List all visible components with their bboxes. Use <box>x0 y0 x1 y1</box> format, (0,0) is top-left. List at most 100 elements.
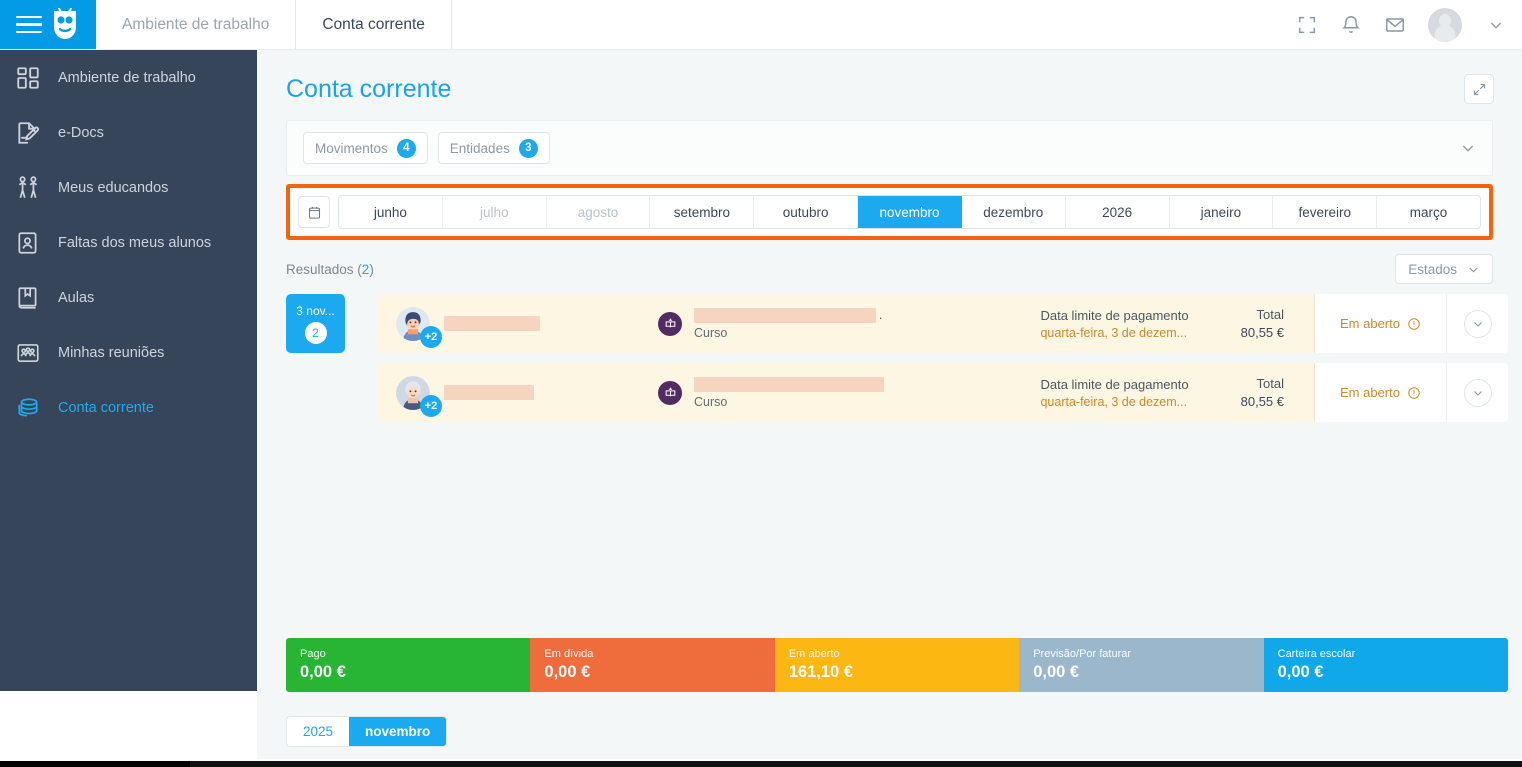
month-cell-novembro[interactable]: novembro <box>858 196 962 228</box>
status-badge: Em aberto <box>1314 363 1446 422</box>
sidebar-item-conta-corrente[interactable]: Conta corrente <box>0 380 257 435</box>
main-content: Conta corrente Movimentos 4 Entidades 3 <box>257 50 1522 767</box>
period-tab-year[interactable]: 2025 <box>303 724 334 739</box>
expand-diagonal-icon[interactable] <box>1464 74 1494 104</box>
avatar-body <box>1434 24 1456 42</box>
tab-ambiente-de-trabalho[interactable]: Ambiente de trabalho <box>96 0 297 49</box>
warning-circle-icon <box>1408 317 1420 330</box>
course-label: Curso <box>694 394 728 409</box>
month-cell-marco[interactable]: março <box>1409 204 1448 220</box>
table-row: 3 nov... 2 <box>286 294 1508 353</box>
month-cell-setembro[interactable]: setembro <box>650 196 755 228</box>
sidebar: Ambiente de trabalho e-Docs Meus edu <box>0 50 257 691</box>
people-group-icon <box>14 339 42 367</box>
status-label: Em aberto <box>1340 316 1400 331</box>
course-block: Curso <box>658 376 884 409</box>
graduation-book-icon <box>658 311 682 336</box>
sidebar-item-ambiente-de-trabalho[interactable]: Ambiente de trabalho <box>0 50 257 105</box>
results-header: Resultados (2) Estados <box>286 254 1493 284</box>
date-badge-day: 3 nov... <box>296 303 335 318</box>
total-info: Total 80,55 € <box>1211 376 1300 409</box>
estados-dropdown[interactable]: Estados <box>1395 254 1493 284</box>
month-cell-outubro[interactable]: outubro <box>754 196 859 228</box>
summary-label: Pago <box>300 648 326 660</box>
results-count: 2 <box>361 261 370 277</box>
chevron-down-icon[interactable] <box>1460 140 1476 156</box>
results-list: 3 nov... 2 <box>286 294 1508 422</box>
sidebar-bottom-filler <box>0 691 257 767</box>
sidebar-item-meus-educandos[interactable]: Meus educandos <box>0 160 257 215</box>
result-card[interactable]: +2 <box>378 294 1508 353</box>
status-badge: Em aberto <box>1314 294 1446 353</box>
month-cell-dezembro[interactable]: dezembro <box>962 196 1066 228</box>
summary-value: 161,10 € <box>788 663 854 681</box>
sidebar-item-label: Conta corrente <box>58 399 154 416</box>
sidebar-item-faltas-dos-meus-alunos[interactable]: Faltas dos meus alunos <box>0 215 257 270</box>
female-young-avatar <box>396 306 430 341</box>
person-avatar-group: +2 <box>396 306 442 348</box>
extra-count-badge: +2 <box>420 394 442 417</box>
month-selector: junho julho agosto setembro outubro nove… <box>286 184 1493 240</box>
month-cell-janeiro[interactable]: janeiro <box>1170 196 1274 228</box>
sidebar-item-label: Faltas dos meus alunos <box>58 234 212 251</box>
month-cell-agosto[interactable]: agosto <box>547 196 651 228</box>
sidebar-item-minhas-reunioes[interactable]: Minhas reuniões <box>0 325 257 380</box>
avatar-head <box>1439 13 1451 27</box>
summary-value: 0,00 € <box>1033 663 1080 681</box>
bottom-scrollbar[interactable] <box>0 759 1522 767</box>
mail-envelope-icon[interactable] <box>1384 14 1406 36</box>
dashboard-grid-icon <box>14 64 42 92</box>
month-cell-fevereiro[interactable]: fevereiro <box>1273 196 1378 228</box>
payment-deadline-label: Data limite de pagamento <box>1040 307 1189 323</box>
total-value: 80,55 € <box>1240 394 1284 409</box>
scrollbar-segment-left[interactable] <box>0 761 190 767</box>
page-header: Conta corrente <box>257 50 1522 112</box>
month-cell-julho[interactable]: julho <box>443 196 547 228</box>
chevron-down-icon[interactable] <box>1463 378 1492 407</box>
student-name-redacted <box>444 385 544 400</box>
chevron-down-icon[interactable] <box>1463 309 1492 338</box>
redacted-bar <box>444 385 534 400</box>
payment-deadline-date: quarta-feira, 3 de dezem... <box>1040 325 1188 340</box>
month-cell-junho[interactable]: junho <box>339 196 443 228</box>
summary-value: 0,00 € <box>1277 663 1324 681</box>
table-row: +2 <box>286 363 1508 422</box>
sidebar-item-e-docs[interactable]: e-Docs <box>0 105 257 160</box>
person-card-icon <box>14 229 42 257</box>
tab-conta-corrente[interactable]: Conta corrente <box>296 0 452 49</box>
summary-cell-carteira-escolar: Carteira escolar 0,00 € <box>1263 638 1508 692</box>
payment-info: Data limite de pagamento quarta-feira, 3… <box>1040 308 1196 340</box>
student-name-redacted <box>444 316 544 331</box>
summary-value: 0,00 € <box>300 663 346 681</box>
book-bookmark-icon <box>14 284 42 312</box>
date-badge[interactable]: 3 nov... 2 <box>286 294 345 353</box>
result-card[interactable]: +2 <box>378 363 1508 422</box>
avatar[interactable] <box>1428 7 1462 42</box>
filter-chip-movimentos[interactable]: Movimentos 4 <box>303 132 428 164</box>
coins-stack-icon <box>14 394 42 422</box>
person-avatar-group: +2 <box>396 375 442 417</box>
row-expand-area <box>1446 294 1508 353</box>
summary-label: Em aberto <box>788 648 840 660</box>
results-text: Resultados <box>286 261 354 277</box>
tab-label: Ambiente de trabalho <box>122 15 270 33</box>
owl-logo-icon[interactable] <box>50 7 80 42</box>
chevron-down-icon[interactable] <box>1488 17 1504 33</box>
fullscreen-icon[interactable] <box>1296 14 1318 36</box>
month-cell-year-2026[interactable]: 2026 <box>1066 196 1170 228</box>
calendar-icon[interactable] <box>298 196 330 228</box>
filter-chip-entidades[interactable]: Entidades 3 <box>437 132 550 164</box>
trailing-dot: . <box>879 308 883 322</box>
period-tab-month[interactable]: novembro <box>349 717 447 746</box>
chip-count: 3 <box>518 138 538 158</box>
scrollbar-segment-right[interactable] <box>190 761 1522 767</box>
summary-label: Carteira escolar <box>1277 648 1356 660</box>
hamburger-menu-icon[interactable] <box>16 15 42 34</box>
sidebar-item-aulas[interactable]: Aulas <box>0 270 257 325</box>
month-strip: junho julho agosto setembro outubro nove… <box>338 195 1481 229</box>
redacted-bar <box>694 307 876 323</box>
status-label: Em aberto <box>1340 385 1400 400</box>
total-info: Total 80,55 € <box>1211 307 1300 340</box>
notifications-bell-icon[interactable] <box>1340 14 1362 36</box>
